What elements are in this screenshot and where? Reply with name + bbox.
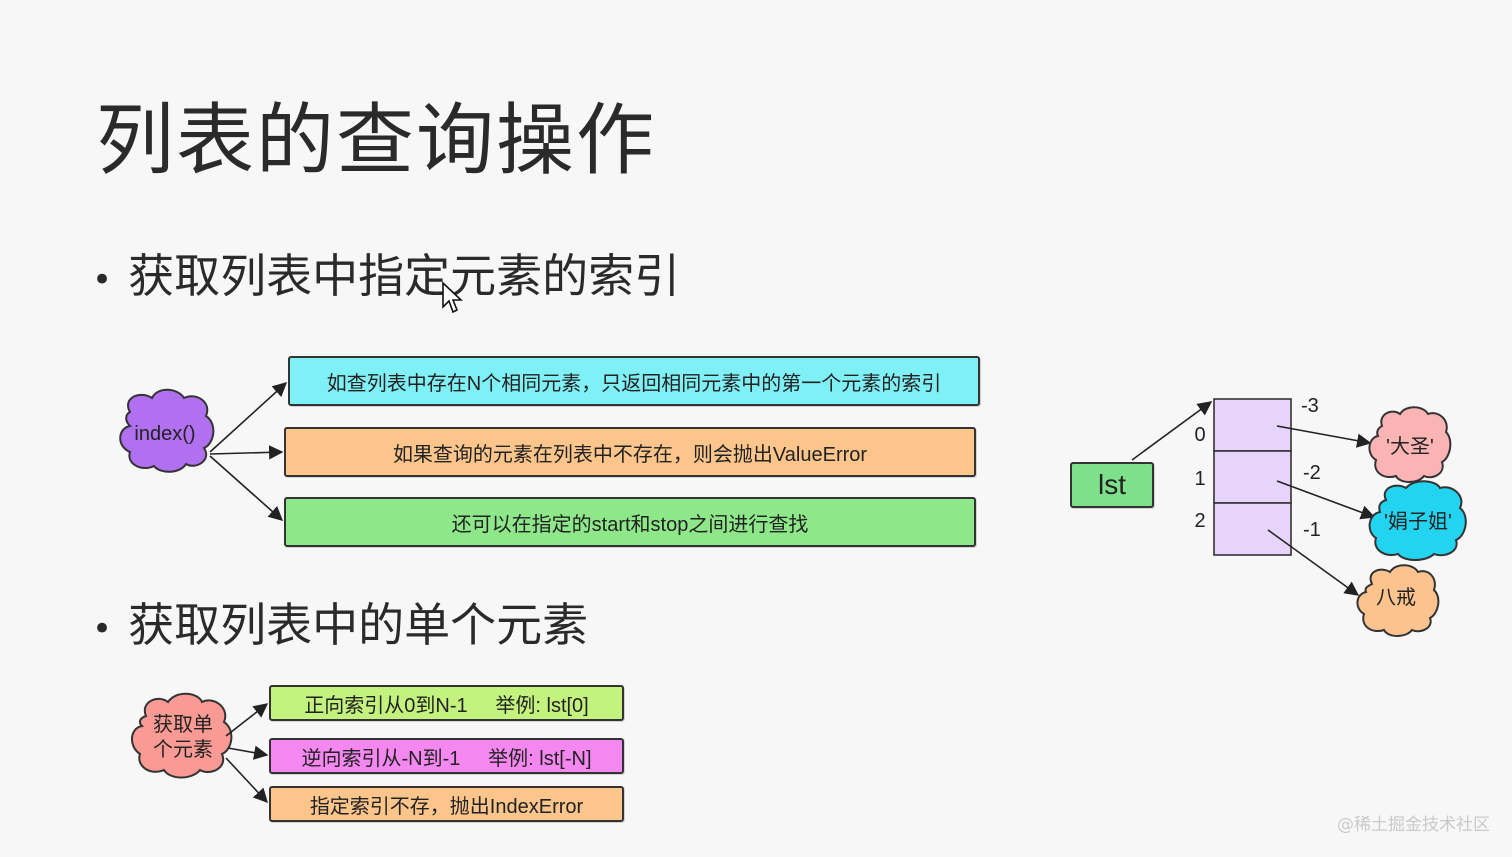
bullet-dot: • [92,259,113,300]
element-label-2: 八戒 [1376,586,1416,609]
single-cloud: 获取单 个元素 [131,692,233,779]
element-cloud-1-shape [1368,480,1467,561]
single-cloud-label-line1: 获取单 [153,713,213,736]
index-arrow-1 [209,382,288,453]
single-arrow-2 [227,745,269,760]
section-heading-index: 获取列表中指定元素的索引 [128,249,681,303]
single-rule-box-2: 逆向索引从-N到-1 举例: lst[-N] [269,738,624,774]
element-cloud-2-shape [1356,564,1440,637]
index-cloud-shape [119,388,215,473]
section-heading-single: 获取列表中的单个元素 [128,598,589,652]
positive-index-0: 0 [1194,424,1205,446]
index-cloud: index() [119,388,215,473]
positive-index-1: 1 [1194,468,1205,490]
positive-index-2: 2 [1194,510,1205,532]
element-label-0: '大圣' [1386,435,1434,458]
index-rule-box-3: 还可以在指定的start和stop之间进行查找 [284,497,976,547]
list-cell-0 [1213,398,1292,452]
element-cloud-2: 八戒 [1356,564,1440,637]
bullet-index-heading: • 获取列表中指定元素的索引 [92,240,680,306]
list-cell-1 [1213,450,1292,504]
mouse-cursor-icon [442,281,463,314]
element-arrow-1 [1276,480,1376,520]
index-rule-box-2: 如果查询的元素在列表中不存在，则会抛出ValueError [284,427,976,477]
element-arrow-2 [1267,529,1360,596]
single-rule-box-1: 正向索引从0到N-1 举例: lst[0] [269,685,624,721]
lst-variable-box: lst [1070,462,1154,508]
negative-index-1: -2 [1303,462,1321,484]
element-cloud-1: '娟子姐' [1368,480,1467,561]
element-cloud-0-shape [1368,406,1452,483]
negative-index-2: -1 [1303,519,1321,541]
element-arrow-0 [1276,425,1372,448]
slide-title: 列表的查询操作 [96,96,657,186]
single-arrow-1 [225,703,269,737]
index-rule-box-1: 如查列表中存在N个相同元素，只返回相同元素中的第一个元素的索引 [288,356,980,406]
list-cell-2 [1213,502,1292,556]
single-arrow-3 [225,757,268,804]
bullet-dot: • [92,608,113,649]
index-arrow-2 [209,445,284,460]
lst-arrow [1131,401,1213,461]
single-cloud-label-line2: 个元素 [153,738,213,761]
single-rule-box-3: 指定索引不存，抛出IndexError [269,786,624,822]
negative-index-0: -3 [1301,395,1319,417]
index-cloud-label: index() [134,423,195,445]
element-cloud-0: '大圣' [1368,406,1452,483]
element-label-1: '娟子姐' [1384,510,1452,533]
watermark: @稀土掘金技术社区 [1337,815,1490,835]
single-cloud-shape [131,692,233,779]
index-arrow-3 [209,455,284,521]
bullet-single-heading: • 获取列表中的单个元素 [92,589,588,655]
